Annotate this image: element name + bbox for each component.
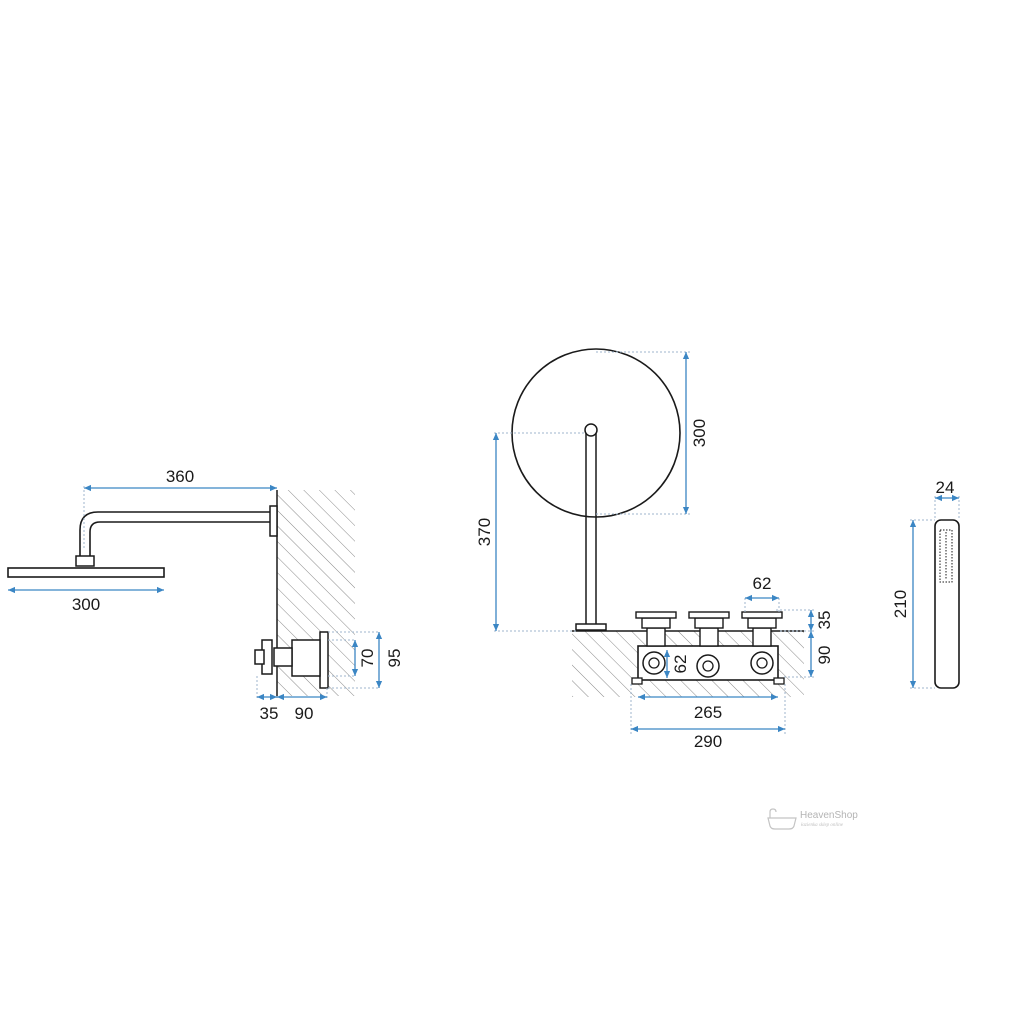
- watermark-logo: HeavenShop łazienka sklep online: [767, 808, 858, 830]
- bathtub-icon: [767, 808, 797, 830]
- wall-flange: [269, 505, 278, 537]
- shower-head-side: [7, 567, 165, 578]
- label-body-inner: 265: [694, 703, 722, 722]
- watermark-tagline: łazienka sklep online: [801, 823, 844, 828]
- cross-handle-2: [688, 611, 730, 647]
- label-head-diameter: 300: [690, 419, 709, 447]
- cross-handle-3: [741, 611, 783, 647]
- arm-joint: [584, 423, 598, 437]
- hand-shower-view: 24 210: [891, 478, 960, 689]
- label-hand-length: 210: [891, 590, 910, 618]
- front-view: 300 370 62 35 90 62 265 290: [475, 348, 834, 751]
- arm-base-flange: [575, 623, 607, 631]
- side-view: 360 300 35 90 70 95: [7, 467, 404, 723]
- port-3: [750, 651, 774, 675]
- valve-foot-left: [631, 677, 643, 685]
- valve-stem: [273, 647, 293, 667]
- valve-body: [291, 639, 321, 677]
- port-1: [642, 651, 666, 675]
- label-body-height: 90: [815, 646, 834, 665]
- port-1-inner: [648, 657, 660, 669]
- hand-shower-body: [934, 519, 960, 689]
- label-arm-height: 370: [475, 518, 494, 546]
- cross-handle-1: [635, 611, 677, 647]
- label-valve-35: 35: [260, 704, 279, 723]
- hand-shower-nozzles: [939, 529, 953, 583]
- port-3-inner: [756, 657, 768, 669]
- label-valve-95: 95: [385, 649, 404, 668]
- label-handle-spacing: 62: [753, 574, 772, 593]
- label-valve-70: 70: [358, 649, 377, 668]
- label-valve-90: 90: [295, 704, 314, 723]
- valve-foot-right: [773, 677, 785, 685]
- port-2-inner: [702, 660, 714, 672]
- watermark-brand: HeavenShop: [800, 810, 858, 821]
- label-body-outer: 290: [694, 732, 722, 751]
- label-hand-width: 24: [936, 478, 955, 497]
- arm-connector: [75, 555, 95, 567]
- label-arm-length: 360: [166, 467, 194, 486]
- label-handle-projection: 35: [815, 611, 834, 630]
- shower-arm: [79, 511, 272, 556]
- label-port-spacing: 62: [671, 655, 690, 674]
- label-head-width-side: 300: [72, 595, 100, 614]
- valve-cover-plate: [319, 631, 329, 689]
- port-2: [696, 654, 720, 678]
- valve-handle-hub: [254, 649, 265, 665]
